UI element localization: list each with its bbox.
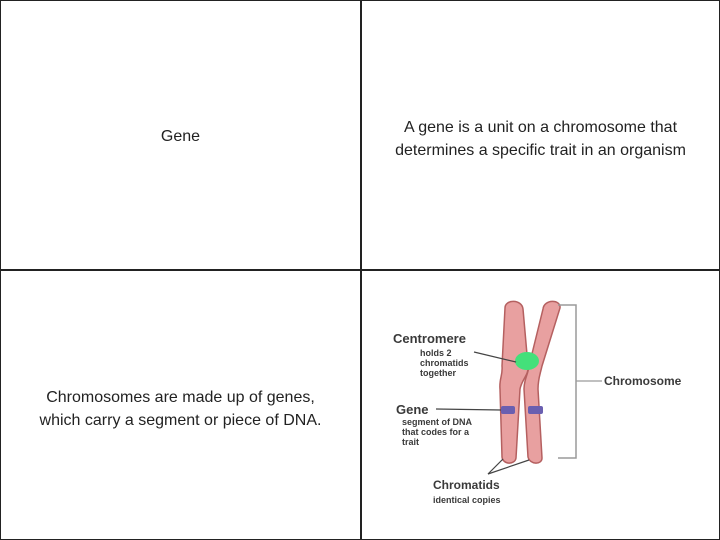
gene-band-right [528, 406, 543, 414]
chromatid-pointer-right [487, 459, 530, 475]
term-text: Gene [160, 127, 201, 145]
chromatids-desc: identical copies [433, 495, 501, 505]
chromatid-right [523, 300, 561, 464]
definition-cell: A gene is a unit on a chromosome that de… [360, 0, 720, 270]
chromosome-label: Chromosome [604, 374, 682, 388]
term-cell: Gene [0, 0, 361, 270]
fact-text: Chromosomes are made up of genes, which … [11, 384, 351, 430]
fact-line-2: which carry a segment or piece of DNA. [39, 412, 322, 429]
diagram-cell: Centromere holds 2 chromatids together G… [360, 269, 720, 540]
chromosome-diagram: Centromere holds 2 chromatids together G… [393, 300, 682, 505]
centromere-desc-3: together [420, 368, 456, 378]
definition-line-2: determines a specific trait in an organi… [395, 142, 686, 159]
centromere-pointer [473, 351, 517, 363]
centromere-label: Centromere [393, 331, 466, 346]
chromatid-pointer-left [487, 458, 504, 475]
gene-desc-3: trait [402, 437, 419, 447]
definition-text: A gene is a unit on a chromosome that de… [371, 114, 711, 160]
definition-line-1: A gene is a unit on a chromosome that [403, 119, 678, 136]
gene-pointer [435, 408, 502, 411]
fact-cell: Chromosomes are made up of genes, which … [0, 269, 361, 540]
fact-line-1: Chromosomes are made up of genes, [46, 389, 315, 406]
centromere [515, 352, 539, 370]
gene-desc-1: segment of DNA [402, 417, 473, 427]
gene-desc-2: that codes for a [402, 427, 470, 437]
chromatid-left [499, 300, 529, 464]
centromere-desc-2: chromatids [420, 358, 469, 368]
gene-label: Gene [396, 402, 429, 417]
chromosome-bracket [558, 304, 577, 459]
gene-band-left [501, 406, 515, 414]
chromatids-label: Chromatids [433, 478, 500, 492]
centromere-desc-1: holds 2 [420, 348, 452, 358]
